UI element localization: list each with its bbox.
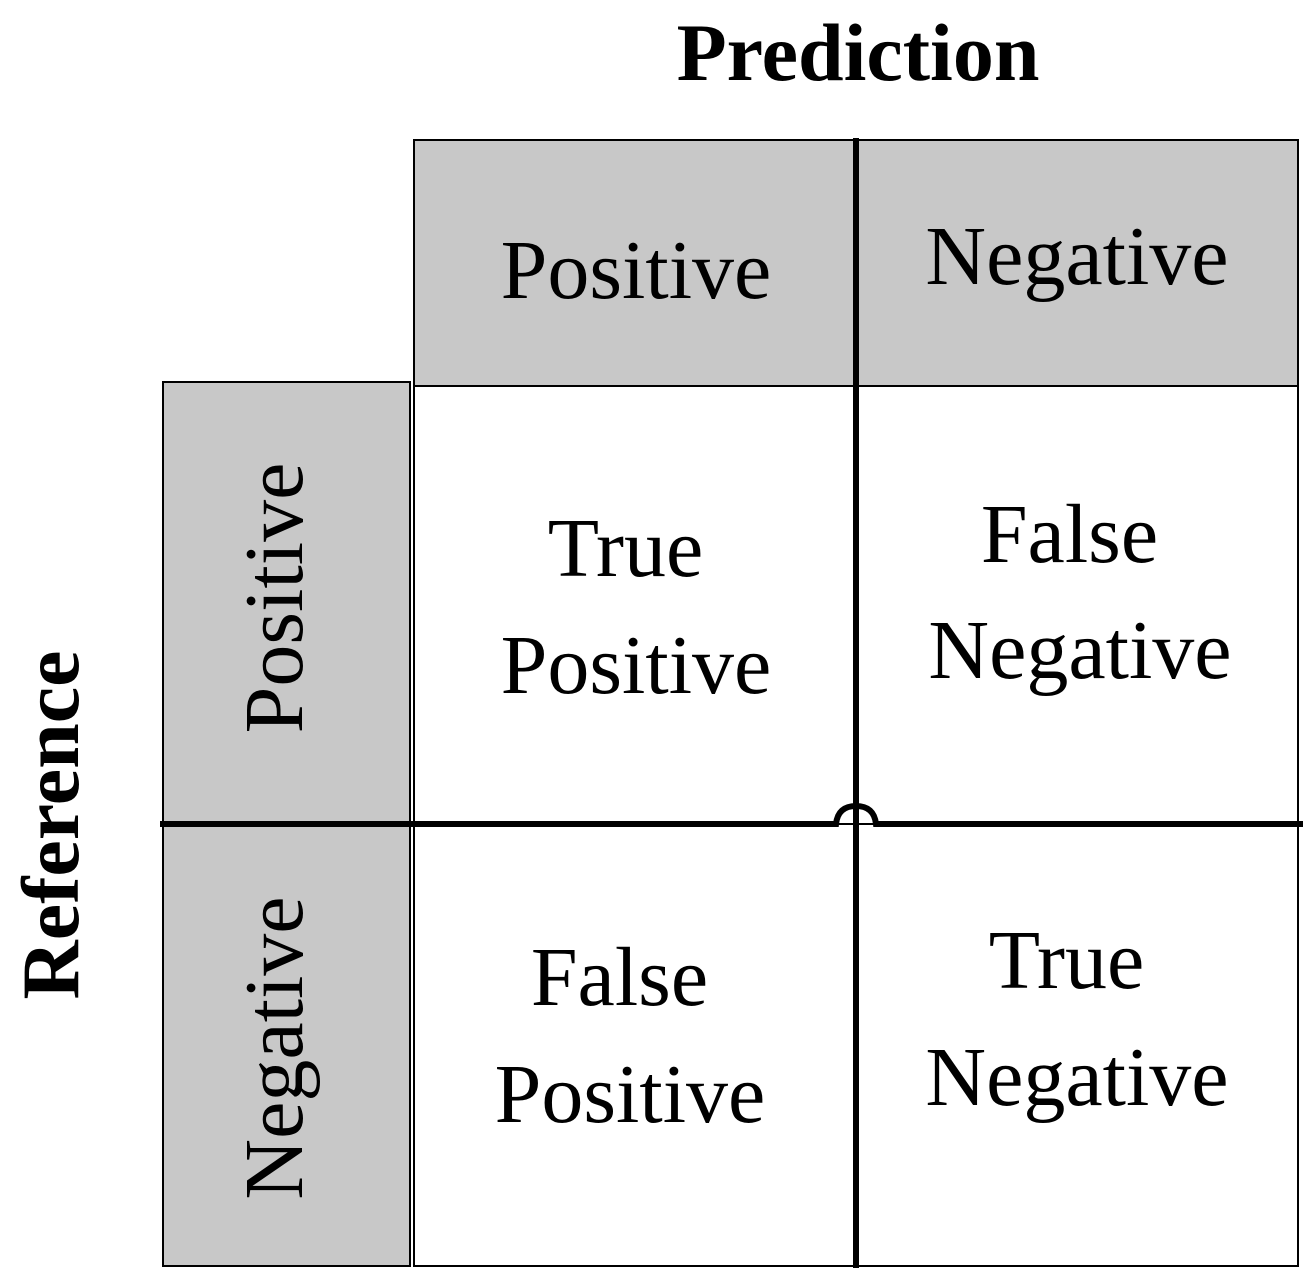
cell-true-positive-label: True Positive (501, 502, 772, 712)
cell-true-negative-line-2: Negative (925, 1031, 1228, 1124)
cell-true-negative-label: True Negative (925, 914, 1228, 1124)
row-header-positive: Positive (228, 463, 321, 734)
cell-true-positive-line-1: True (548, 502, 704, 595)
prediction-axis-title: Prediction (677, 7, 1040, 98)
cell-true-positive-line-2: Positive (501, 619, 772, 712)
cell-false-negative-line-1: False (981, 488, 1158, 581)
cell-false-positive-label: False Positive (495, 931, 766, 1141)
cell-false-positive-line-1: False (531, 931, 708, 1024)
cell-false-negative (855, 385, 1299, 825)
horizontal-divider (160, 802, 1303, 827)
cell-false-positive-line-2: Positive (495, 1048, 766, 1141)
column-header-negative-box (855, 139, 1299, 387)
reference-axis-title: Reference (5, 650, 96, 999)
cell-true-negative-line-1: True (989, 914, 1145, 1007)
cell-false-positive (413, 823, 857, 1267)
row-header-negative: Negative (228, 896, 321, 1199)
column-header-positive: Positive (501, 224, 772, 317)
row-header-negative-box (162, 823, 411, 1267)
cell-false-negative-label: False Negative (928, 488, 1231, 697)
column-header-negative: Negative (925, 210, 1228, 303)
cell-true-negative (855, 823, 1299, 1267)
column-header-positive-box (413, 139, 857, 387)
cell-true-positive (413, 385, 857, 825)
cell-false-negative-line-2: Negative (928, 604, 1231, 697)
row-header-positive-box (162, 381, 411, 825)
